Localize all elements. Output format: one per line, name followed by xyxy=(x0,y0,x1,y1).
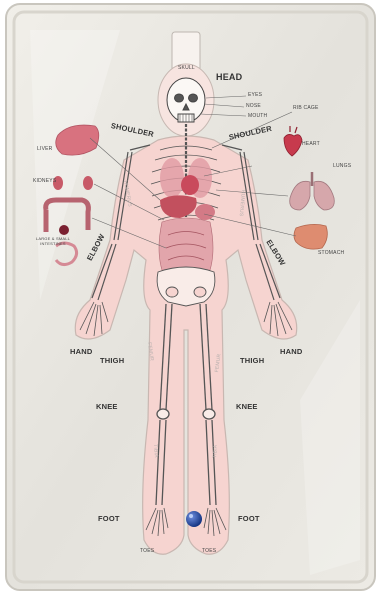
thigh-right-label: THIGH xyxy=(240,356,264,365)
hand-left-label: HAND xyxy=(70,347,92,356)
tibia-right-label: TIBIA xyxy=(212,445,219,459)
skull xyxy=(167,78,205,122)
knee-right-label: KNEE xyxy=(236,402,258,411)
tibia-left-label: TIBIA xyxy=(152,444,159,458)
heart-label: HEART xyxy=(302,141,320,147)
liver-label: LIVER xyxy=(37,146,52,152)
blue-bead xyxy=(186,511,202,527)
foot-right-label: FOOT xyxy=(238,514,260,523)
intestines-label: LARGE & SMALL INTESTINES xyxy=(30,236,76,246)
intestines-highlight xyxy=(59,225,69,235)
nose-label: NOSE xyxy=(246,103,261,109)
thigh-left-label: THIGH xyxy=(100,356,124,365)
head-label: HEAD xyxy=(216,72,242,82)
hand-right-label: HAND xyxy=(280,347,302,356)
eyes-label: EYES xyxy=(248,92,262,98)
foot-left-label: FOOT xyxy=(98,514,120,523)
knee-left-label: KNEE xyxy=(96,402,118,411)
toes-left-label: TOES xyxy=(140,548,154,554)
bead-highlight xyxy=(189,514,193,518)
pelvis xyxy=(157,267,215,306)
stomach-label: STOMACH xyxy=(318,250,344,256)
lungs-label: LUNGS xyxy=(333,163,351,169)
toes-right-label: TOES xyxy=(202,548,216,554)
rib-cage-label: RIB CAGE xyxy=(293,105,319,111)
skull-label: SKULL xyxy=(178,65,195,71)
mouth-label: MOUTH xyxy=(248,113,267,119)
kidneys-label: KIDNEYS xyxy=(33,178,56,184)
